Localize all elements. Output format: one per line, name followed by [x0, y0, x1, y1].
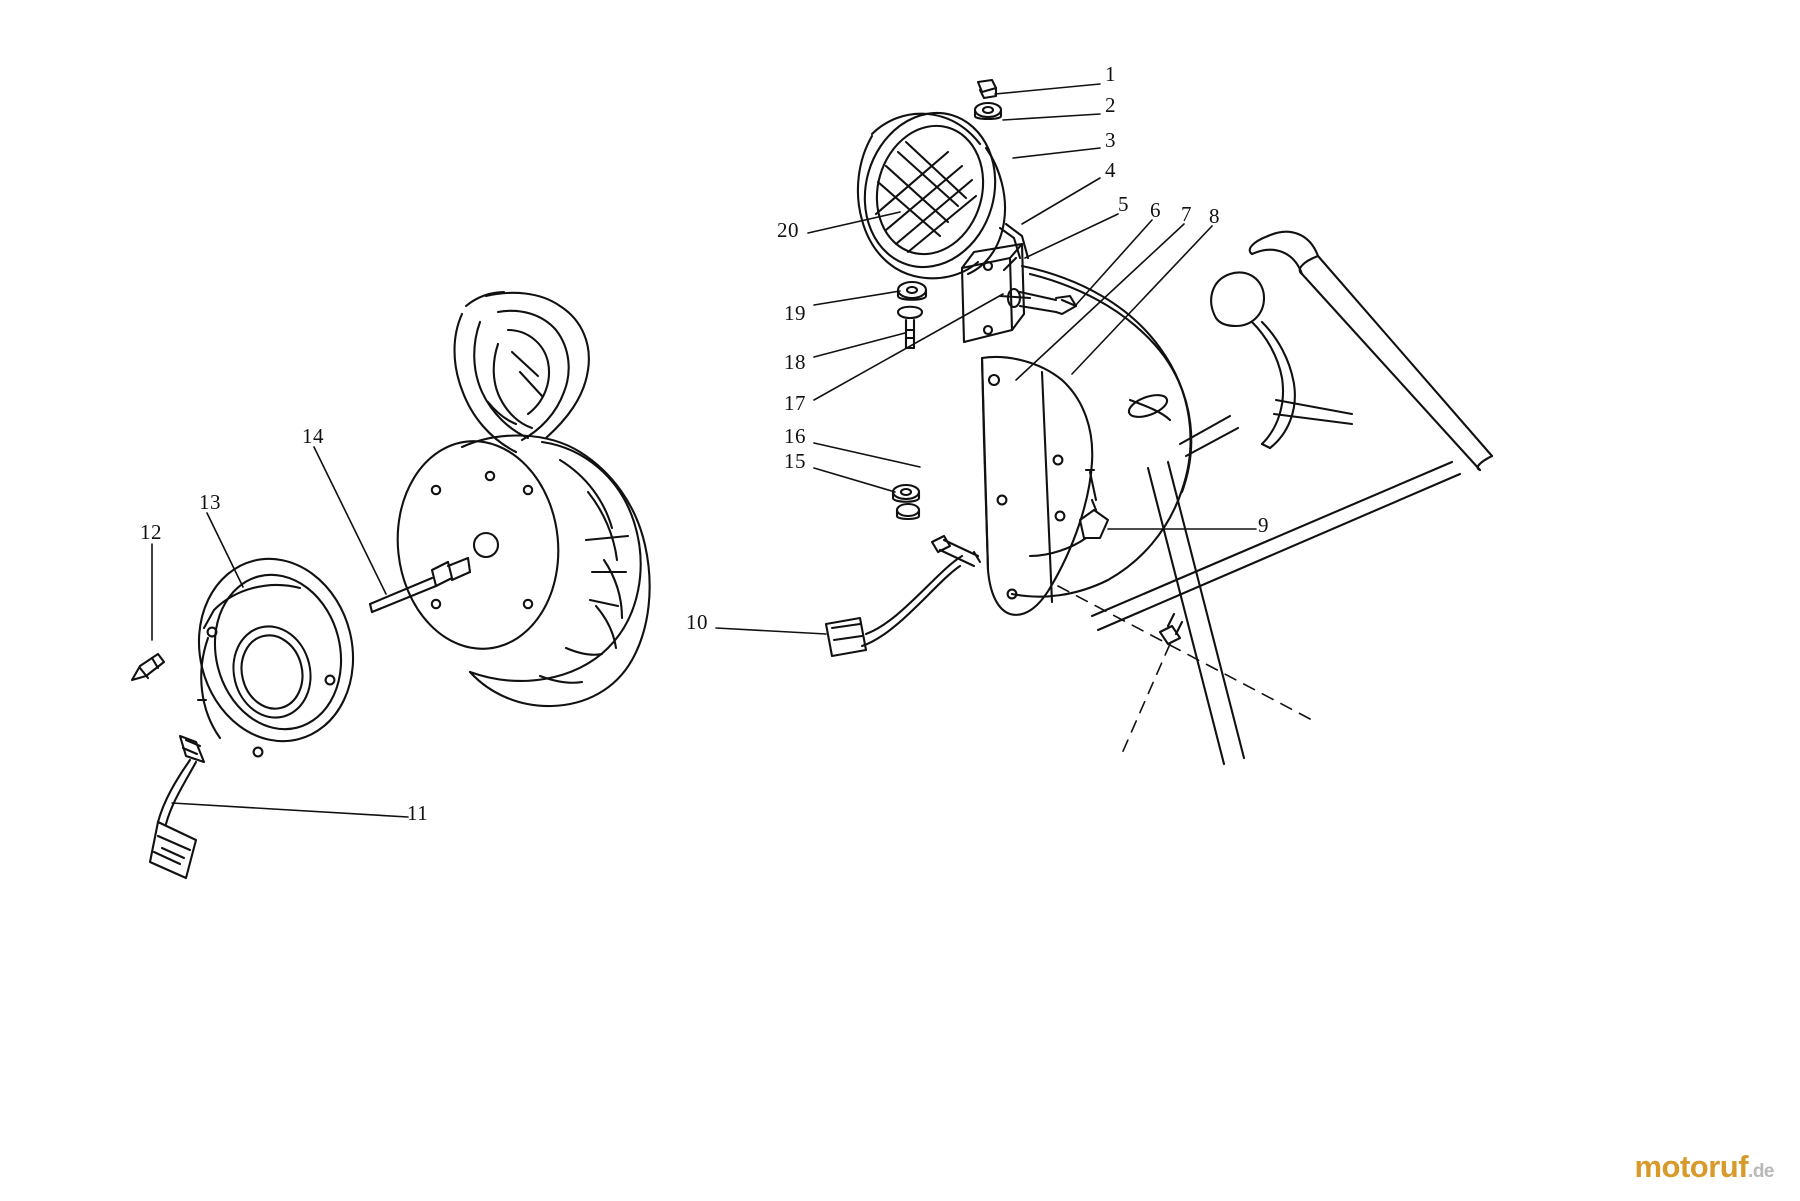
callout-1: 1 [1105, 62, 1116, 86]
callout-leaders [151, 83, 1257, 818]
callout-19: 19 [784, 301, 806, 325]
callout-5: 5 [1118, 192, 1129, 216]
callout-2: 2 [1105, 93, 1116, 117]
callout-13: 13 [199, 490, 221, 514]
callout-14: 14 [302, 424, 324, 448]
callout-3: 3 [1105, 128, 1116, 152]
callout-9: 9 [1258, 513, 1269, 537]
callout-11: 11 [407, 801, 429, 825]
callout-17: 17 [784, 391, 806, 415]
callout-16: 16 [784, 424, 806, 448]
callout-7: 7 [1181, 202, 1192, 226]
callout-10: 10 [686, 610, 708, 634]
callout-6: 6 [1150, 198, 1161, 222]
callout-4: 4 [1105, 158, 1116, 182]
watermark-suffix: .de [1748, 1161, 1774, 1182]
blower-housing-group [130, 290, 651, 880]
callout-8: 8 [1209, 204, 1220, 228]
callout-12: 12 [140, 520, 162, 544]
headlight-assembly-group [824, 78, 1494, 766]
watermark: motoruf.de [1634, 1149, 1774, 1185]
callout-15: 15 [784, 449, 806, 473]
callout-20: 20 [777, 218, 799, 242]
callout-18: 18 [784, 350, 806, 374]
watermark-brand: motoruf [1634, 1149, 1749, 1184]
